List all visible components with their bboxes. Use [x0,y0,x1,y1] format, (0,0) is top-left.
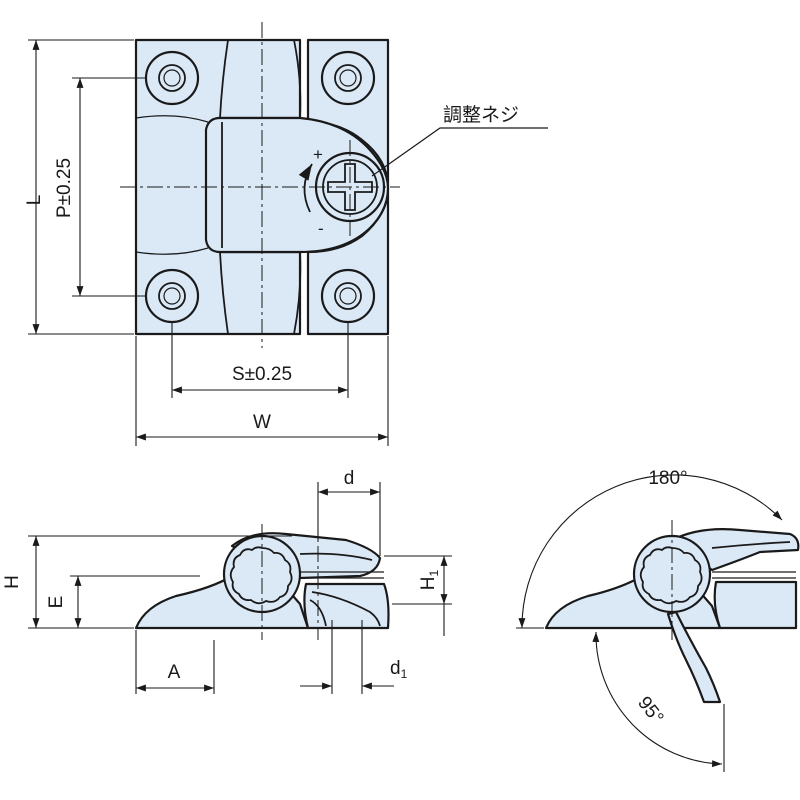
dim-W-label: W [253,412,271,433]
dim-H-label: H [2,575,23,589]
arc-95 [592,631,723,768]
plus-mark: + [313,145,323,164]
dim-S-label: S±0.25 [232,364,292,385]
mount-hole-bottom-right [320,268,376,324]
open-view: 180° 95° [516,468,800,772]
open-right-block [713,580,798,630]
adjust-screw-label: 調整ネジ [443,104,519,126]
mount-hole-bottom-left [144,268,200,324]
minus-mark: - [318,219,324,238]
arc-180 [518,474,783,629]
dim-H1-label: H1 [418,569,441,590]
dim-P-label: P±0.25 [54,158,75,218]
dim-A-label: A [168,662,181,683]
dim-E-label: E [46,596,67,609]
angle-180-label: 180° [648,468,687,489]
dim-d1-label: d1 [390,658,408,681]
dim-L-label: L [24,195,45,206]
angle-95-label: 95° [633,693,667,729]
mount-hole-top-left [144,50,200,106]
top-view: + - 調整ネジ L P±0.25 S±0.25 W [24,22,548,446]
side-view: H E A d H1 d1 [2,468,452,694]
dim-d-label: d [344,468,355,489]
mount-hole-top-right [320,50,376,106]
